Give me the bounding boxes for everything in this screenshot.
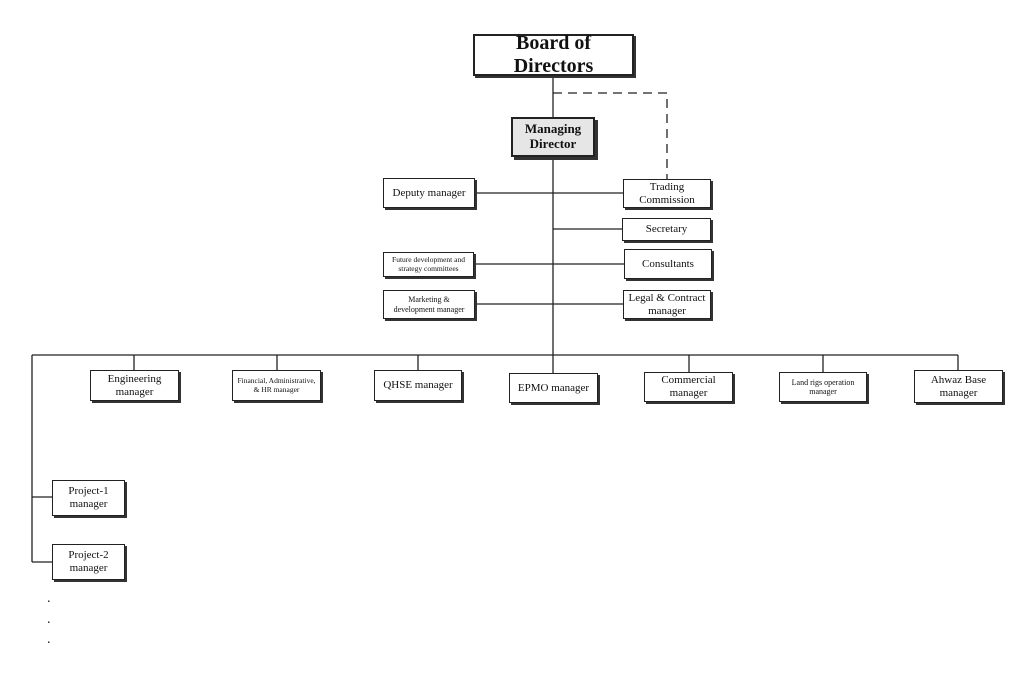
- legal-contract-manager-box: Legal & Contract manager: [623, 290, 711, 319]
- continuation-dot: .: [47, 591, 51, 606]
- deputy-manager-box: Deputy manager: [383, 178, 475, 208]
- consultants-label: Consultants: [642, 257, 694, 270]
- department-box: QHSE manager: [374, 370, 462, 401]
- department-box: Land rigs operation manager: [779, 372, 867, 402]
- secretary-label: Secretary: [645, 223, 688, 236]
- deputy-manager-label: Deputy manager: [392, 186, 466, 199]
- marketing-manager-label: Marketing & development manager: [393, 295, 465, 314]
- department-label: Commercial manager: [661, 374, 716, 399]
- department-label: Engineering manager: [107, 372, 162, 398]
- legal-contract-manager-label: Legal & Contract manager: [628, 291, 706, 317]
- trading-commission-box: Trading Commission: [623, 179, 711, 208]
- secretary-box: Secretary: [622, 218, 711, 241]
- department-label: Financial, Administrative, & HR manager: [237, 375, 316, 394]
- department-box: Financial, Administrative, & HR manager: [232, 370, 321, 401]
- managing-director-box: Managing Director: [511, 117, 595, 157]
- department-box: Ahwaz Base manager: [914, 370, 1003, 403]
- board-of-directors-label: Board of Directors: [513, 32, 594, 77]
- managing-director-label: Managing Director: [524, 121, 582, 151]
- board-of-directors-box: Board of Directors: [473, 32, 634, 77]
- project-manager-label: Project-2 manager: [68, 549, 109, 574]
- dashed-connector-board-trading: [553, 92, 668, 179]
- department-box: Engineering manager: [90, 370, 179, 401]
- project-manager-label: Project-1 manager: [68, 485, 109, 510]
- trading-commission-label: Trading Commission: [639, 180, 695, 206]
- department-label: EPMO manager: [517, 381, 590, 394]
- department-label: QHSE manager: [383, 379, 453, 392]
- project-manager-box: Project-2 manager: [52, 544, 125, 580]
- department-label: Ahwaz Base manager: [930, 373, 987, 399]
- continuation-dot: .: [47, 632, 51, 647]
- future-development-box: Future development and strategy committe…: [383, 252, 474, 277]
- marketing-manager-box: Marketing & development manager: [383, 290, 475, 319]
- project-manager-box: Project-1 manager: [52, 480, 125, 516]
- department-label: Land rigs operation manager: [791, 377, 855, 396]
- department-box: EPMO manager: [509, 373, 598, 403]
- future-development-label: Future development and strategy committe…: [392, 254, 465, 273]
- department-box: Commercial manager: [644, 372, 733, 402]
- continuation-dot: .: [47, 612, 51, 627]
- consultants-box: Consultants: [624, 249, 712, 279]
